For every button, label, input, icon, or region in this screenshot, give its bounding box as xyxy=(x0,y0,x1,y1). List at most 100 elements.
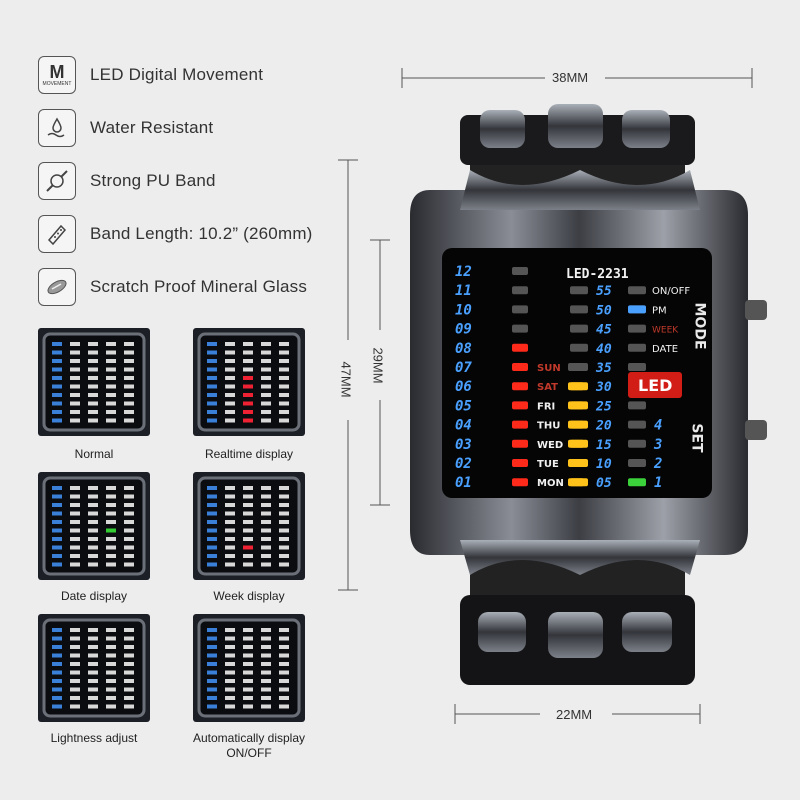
thumb-led xyxy=(106,410,116,414)
thumb-led xyxy=(225,342,235,346)
feature-label: LED Digital Movement xyxy=(90,65,264,84)
week-label: WEEK xyxy=(652,326,679,336)
band-icon xyxy=(38,162,76,200)
thumb-led xyxy=(88,393,98,397)
thumb-led xyxy=(52,545,62,550)
thumb-led xyxy=(261,359,271,363)
thumb-led xyxy=(279,562,289,567)
thumb-led xyxy=(70,418,80,423)
minute-led-b xyxy=(628,324,646,333)
thumb-led xyxy=(279,393,289,397)
thumb-led xyxy=(207,679,217,683)
day-label: FRI xyxy=(537,401,555,412)
minute-led xyxy=(570,363,588,371)
thumb-led xyxy=(207,494,217,499)
thumb-led xyxy=(243,696,253,700)
thumb-led xyxy=(243,410,253,414)
thumb-led xyxy=(261,342,271,346)
thumb-led xyxy=(225,367,235,372)
thumb-led xyxy=(106,554,116,558)
thumb-led xyxy=(124,503,134,507)
thumb-led xyxy=(88,494,98,499)
thumb-led xyxy=(124,562,134,567)
thumb-led xyxy=(279,503,289,507)
mode-thumb-date xyxy=(38,472,150,580)
thumb-led xyxy=(124,628,134,632)
thumb-led xyxy=(279,376,289,380)
ones-label: 4 xyxy=(654,418,662,434)
thumb-led xyxy=(52,628,62,632)
thumb-led xyxy=(261,418,271,423)
thumb-led xyxy=(207,628,217,632)
minute-label: 15 xyxy=(596,438,612,453)
thumb-led xyxy=(207,704,217,709)
thumb-led xyxy=(124,350,134,355)
thumb-led xyxy=(88,376,98,380)
minute-label: 20 xyxy=(595,419,612,434)
thumb-led xyxy=(124,687,134,692)
date-label: DATE xyxy=(652,344,678,355)
hour-led xyxy=(512,439,528,448)
set-label: SET xyxy=(688,423,705,453)
thumb-led xyxy=(70,645,80,649)
thumb-led xyxy=(279,704,289,709)
feature-label: Strong PU Band xyxy=(90,171,216,190)
thumb-led xyxy=(243,367,253,372)
thumb-led xyxy=(88,401,98,406)
thumb-led xyxy=(124,537,134,541)
thumb-led xyxy=(279,494,289,499)
thumb-led xyxy=(70,537,80,541)
thumb-led xyxy=(243,401,253,406)
thumb-led xyxy=(261,384,271,389)
thumb-led xyxy=(88,528,98,533)
mode-caption: Lightness adjust xyxy=(50,731,138,745)
thumb-led xyxy=(70,696,80,700)
thumb-led xyxy=(70,636,80,641)
thumb-led xyxy=(225,359,235,363)
thumb-led xyxy=(88,410,98,414)
day-label: SUN xyxy=(537,363,561,374)
thumb-led xyxy=(261,528,271,533)
thumb-led xyxy=(261,393,271,397)
minute-led-b xyxy=(628,420,646,429)
thumb-led xyxy=(261,520,271,524)
minute-led-b xyxy=(628,363,646,371)
thumb-led xyxy=(207,359,217,363)
minute-led xyxy=(570,382,588,391)
thumb-led xyxy=(124,376,134,380)
mode-label: MODE xyxy=(691,302,708,350)
thumb-led xyxy=(225,562,235,567)
thumb-led xyxy=(225,696,235,700)
thumb-led xyxy=(52,554,62,558)
minute-led xyxy=(570,420,588,429)
thumb-led xyxy=(261,645,271,649)
minute-label: 40 xyxy=(596,342,612,357)
thumb-led xyxy=(88,545,98,550)
thumb-led xyxy=(52,350,62,355)
mode-button[interactable] xyxy=(745,300,767,320)
thumb-led xyxy=(207,350,217,355)
thumb-led xyxy=(279,679,289,683)
set-button[interactable] xyxy=(745,420,767,440)
thumb-led xyxy=(106,562,116,567)
thumb-led xyxy=(106,494,116,499)
minute-led xyxy=(570,401,588,410)
thumb-led xyxy=(106,679,116,683)
thumb-led xyxy=(88,367,98,372)
feature-movement: M MOVEMENT LED Digital Movement xyxy=(38,56,263,94)
thumb-led xyxy=(279,528,289,533)
hour-label: 12 xyxy=(455,264,472,280)
thumb-led xyxy=(225,653,235,658)
thumb-led xyxy=(106,511,116,516)
minute-label: 30 xyxy=(595,380,612,395)
thumb-led xyxy=(207,384,217,389)
hour-label: 10 xyxy=(455,302,472,318)
ones-label: 3 xyxy=(653,437,662,453)
dimension-band-width: 22MM xyxy=(556,707,593,722)
thumb-led xyxy=(124,636,134,641)
thumb-led xyxy=(243,687,253,692)
thumb-led xyxy=(279,350,289,355)
thumb-led xyxy=(279,520,289,524)
thumb-led xyxy=(70,342,80,346)
